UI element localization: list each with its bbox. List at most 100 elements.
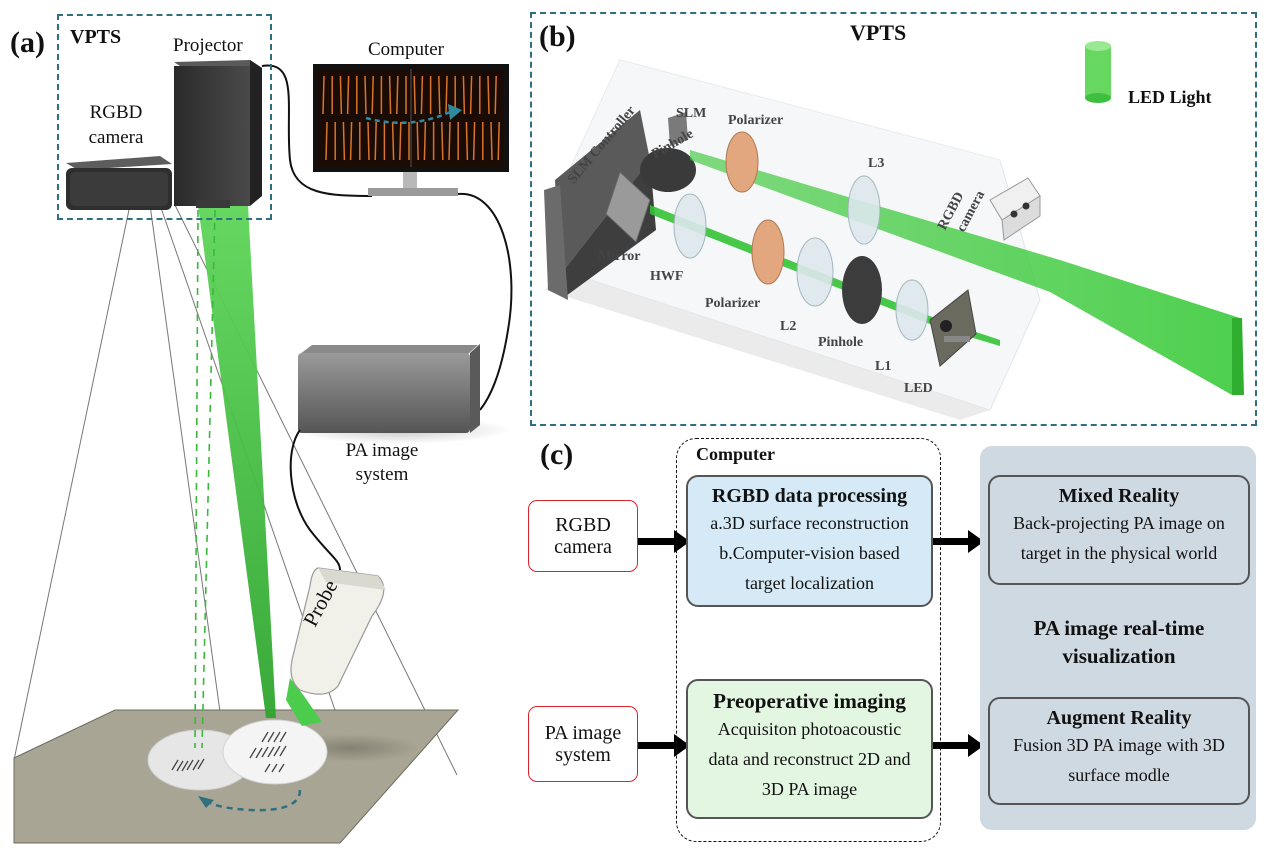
polarizer-bottom-label: Polarizer	[705, 296, 761, 311]
projector-device	[174, 60, 262, 208]
input-pa-line-2: system	[555, 744, 611, 766]
rgbd-camera-label-a-2: camera	[88, 127, 144, 148]
monitor-stripe	[448, 121, 451, 161]
augment-reality-line-1: Fusion 3D PA image with 3D	[1013, 735, 1225, 755]
monitor-stripe	[339, 75, 343, 115]
monitor-stripe	[497, 121, 500, 161]
monitor-stripe	[423, 121, 427, 161]
rgbd-processing-line-1: a.3D surface reconstruction	[710, 513, 909, 533]
pa-system-label-a-1: PA image	[345, 440, 419, 461]
l1-label: L1	[875, 359, 892, 374]
panel-b-letter: (b)	[539, 20, 576, 53]
mirror-device	[605, 171, 651, 243]
augment-reality-line-2: surface modle	[1068, 765, 1170, 785]
mixed-reality-box: Mixed Reality Back-projecting PA image o…	[988, 475, 1250, 585]
pa-probe-cable	[289, 429, 341, 571]
panel-c-letter: (c)	[540, 438, 574, 471]
lens-l3-device	[847, 175, 881, 245]
computer-pa-cable	[457, 192, 513, 411]
mixed-reality-line-1: Back-projecting PA image on	[1013, 513, 1225, 533]
panel-b-vpts-frame	[530, 12, 1257, 426]
augment-reality-title: Augment Reality	[1046, 707, 1192, 729]
monitor-stripe	[342, 121, 346, 161]
mixed-reality-line-2: target in the physical world	[1020, 543, 1218, 563]
slm-label: SLM	[676, 106, 707, 121]
flow-arrows	[638, 530, 984, 757]
rgbd-camera-b-device	[989, 177, 1041, 241]
monitor-stripe	[349, 121, 353, 161]
monitor-stripe	[325, 121, 328, 161]
monitor-stripe	[490, 121, 493, 161]
mirror-label: Mirror	[598, 249, 641, 264]
rgbd-camera-label-a-1: RGBD	[89, 102, 143, 123]
monitor-stripe	[465, 121, 469, 161]
panel-a-vpts-frame	[57, 14, 272, 220]
monitor-pattern	[322, 75, 500, 161]
panel-b-vpts-label: VPTS	[850, 20, 907, 45]
augment-reality-box: Augment Reality Fusion 3D PA image with …	[988, 697, 1250, 805]
preoperative-imaging-line-1: Acquisiton photoacoustic	[717, 719, 902, 739]
projector-beam-dashed-right	[201, 209, 216, 749]
pa-system-device	[290, 344, 510, 444]
monitor-stripe	[487, 75, 490, 115]
monitor-stripe	[374, 121, 377, 161]
monitor-stripe	[367, 121, 370, 161]
probe-device	[286, 567, 386, 726]
pinhole-bottom-device	[842, 256, 882, 324]
monitor-stripe	[469, 75, 473, 115]
led-legend-icon	[1085, 41, 1111, 103]
input-pa-line-1: PA image	[544, 721, 622, 744]
projector-beam-dashed-left	[194, 209, 199, 749]
l3-label: L3	[868, 156, 885, 171]
monitor-stripe	[420, 75, 424, 115]
visualization-label-1: PA image real-time	[1033, 616, 1205, 640]
hwf-device	[673, 193, 707, 259]
projector-beam	[198, 205, 276, 718]
mixed-reality-title: Mixed Reality	[1058, 485, 1180, 507]
monitor-stripe	[472, 121, 476, 161]
projector-label: Projector	[173, 35, 243, 56]
led-legend-label: LED Light	[1128, 87, 1212, 107]
rgbd-processing-title: RGBD data processing	[711, 485, 908, 507]
lens-l2-device	[796, 237, 834, 307]
monitor-stripe	[413, 75, 416, 115]
rgbd-processing-box: RGBD data processing a.3D surface recons…	[686, 475, 933, 607]
monitor-stripe	[399, 121, 402, 161]
rgbd-processing-line-3: target localization	[744, 573, 875, 593]
input-rgbd-line-2: camera	[554, 536, 612, 558]
monitor-stripe	[441, 121, 444, 161]
hwf-label: HWF	[650, 269, 684, 284]
pa-system-label-a-2: system	[355, 464, 409, 485]
panel-a-vpts-label: VPTS	[70, 26, 122, 48]
monitor-stripe	[494, 75, 497, 115]
led-label: LED	[904, 381, 933, 396]
rgbd-camera-device	[66, 156, 172, 210]
monitor-stripe	[388, 75, 392, 115]
computer-dashed-frame	[676, 438, 941, 842]
computer-label-a: Computer	[368, 39, 444, 60]
rgbd-processing-line-2: b.Computer-vision based	[719, 543, 900, 563]
polarizer-top-device	[725, 131, 759, 193]
monitor-stripe	[396, 75, 399, 115]
monitor-stripe	[462, 75, 466, 115]
pinhole-bottom-label: Pinhole	[818, 335, 864, 350]
monitor-stripe	[391, 121, 395, 161]
slm-device	[668, 112, 688, 146]
computer-label-c: Computer	[696, 444, 775, 464]
monitor-stripe	[371, 75, 374, 115]
preoperative-imaging-line-3: 3D PA image	[761, 779, 858, 799]
input-rgbd-line-1: RGBD	[555, 513, 611, 536]
panel-a-letter: (a)	[10, 26, 45, 59]
pinhole-top-device	[640, 148, 696, 192]
preoperative-imaging-title: Preoperative imaging	[713, 689, 906, 713]
target-disc-right	[222, 719, 328, 785]
monitor-stripe	[346, 75, 350, 115]
polarizer-bottom-device	[751, 219, 785, 285]
lens-l1-device	[895, 279, 929, 341]
monitor-stripe	[416, 121, 419, 161]
monitor-stripe	[364, 75, 367, 115]
